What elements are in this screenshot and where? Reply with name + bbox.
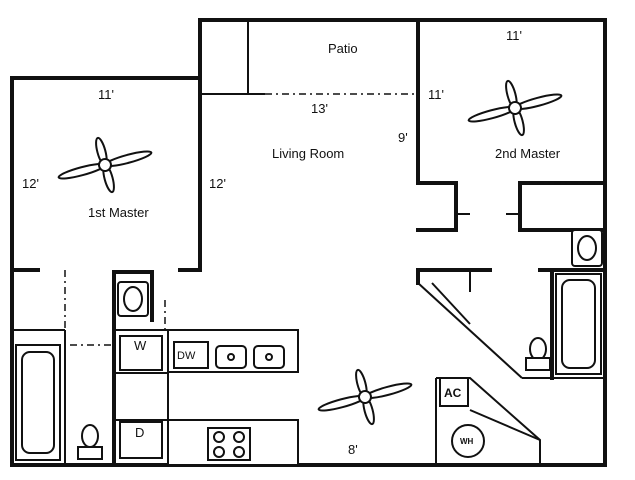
room-label-second-master: 2nd Master xyxy=(495,146,561,161)
sink-icon xyxy=(215,345,285,369)
ac-unit xyxy=(439,377,469,407)
sink-icon xyxy=(117,281,149,317)
room-label-first-master: 1st Master xyxy=(88,205,149,220)
dimension-living-width: 13' xyxy=(311,101,328,116)
label-dryer: D xyxy=(135,425,144,440)
toilet-icon xyxy=(525,337,551,371)
sink-icon xyxy=(571,229,603,267)
interior-walls xyxy=(10,18,607,467)
label-ac: AC xyxy=(444,386,462,400)
bathtub-icon xyxy=(555,273,602,375)
washer-box xyxy=(119,335,163,371)
dishwasher-box xyxy=(173,341,209,369)
ceiling-fan-icon xyxy=(317,368,413,426)
dimension-first-master-width: 11' xyxy=(98,87,114,102)
label-water-heater: WH xyxy=(460,437,474,446)
dimension-second-master-width: 11' xyxy=(506,28,522,43)
dryer-box xyxy=(119,421,163,459)
room-label-living-room: Living Room xyxy=(272,146,344,161)
bath-1 xyxy=(15,344,103,461)
utility-closet xyxy=(439,377,485,458)
water-heater xyxy=(451,424,485,458)
dimension-living-depth: 9' xyxy=(398,130,408,145)
ceiling-fan-icon xyxy=(467,79,563,137)
stove-icon xyxy=(207,427,251,461)
ceiling-fan-icon xyxy=(57,136,153,194)
bath-2 xyxy=(525,229,603,375)
dimension-living-left: 12' xyxy=(209,176,226,191)
dimension-second-master-side: 11' xyxy=(428,87,444,102)
bathtub-icon xyxy=(15,344,61,461)
label-washer: W xyxy=(134,338,147,353)
toilet-icon xyxy=(77,424,103,460)
dimension-first-master-depth: 12' xyxy=(22,176,39,191)
room-label-patio: Patio xyxy=(328,41,358,56)
laundry xyxy=(117,281,163,459)
dimension-kitchen: 8' xyxy=(348,442,358,457)
kitchen xyxy=(167,329,299,466)
label-dishwasher: DW xyxy=(177,350,196,362)
